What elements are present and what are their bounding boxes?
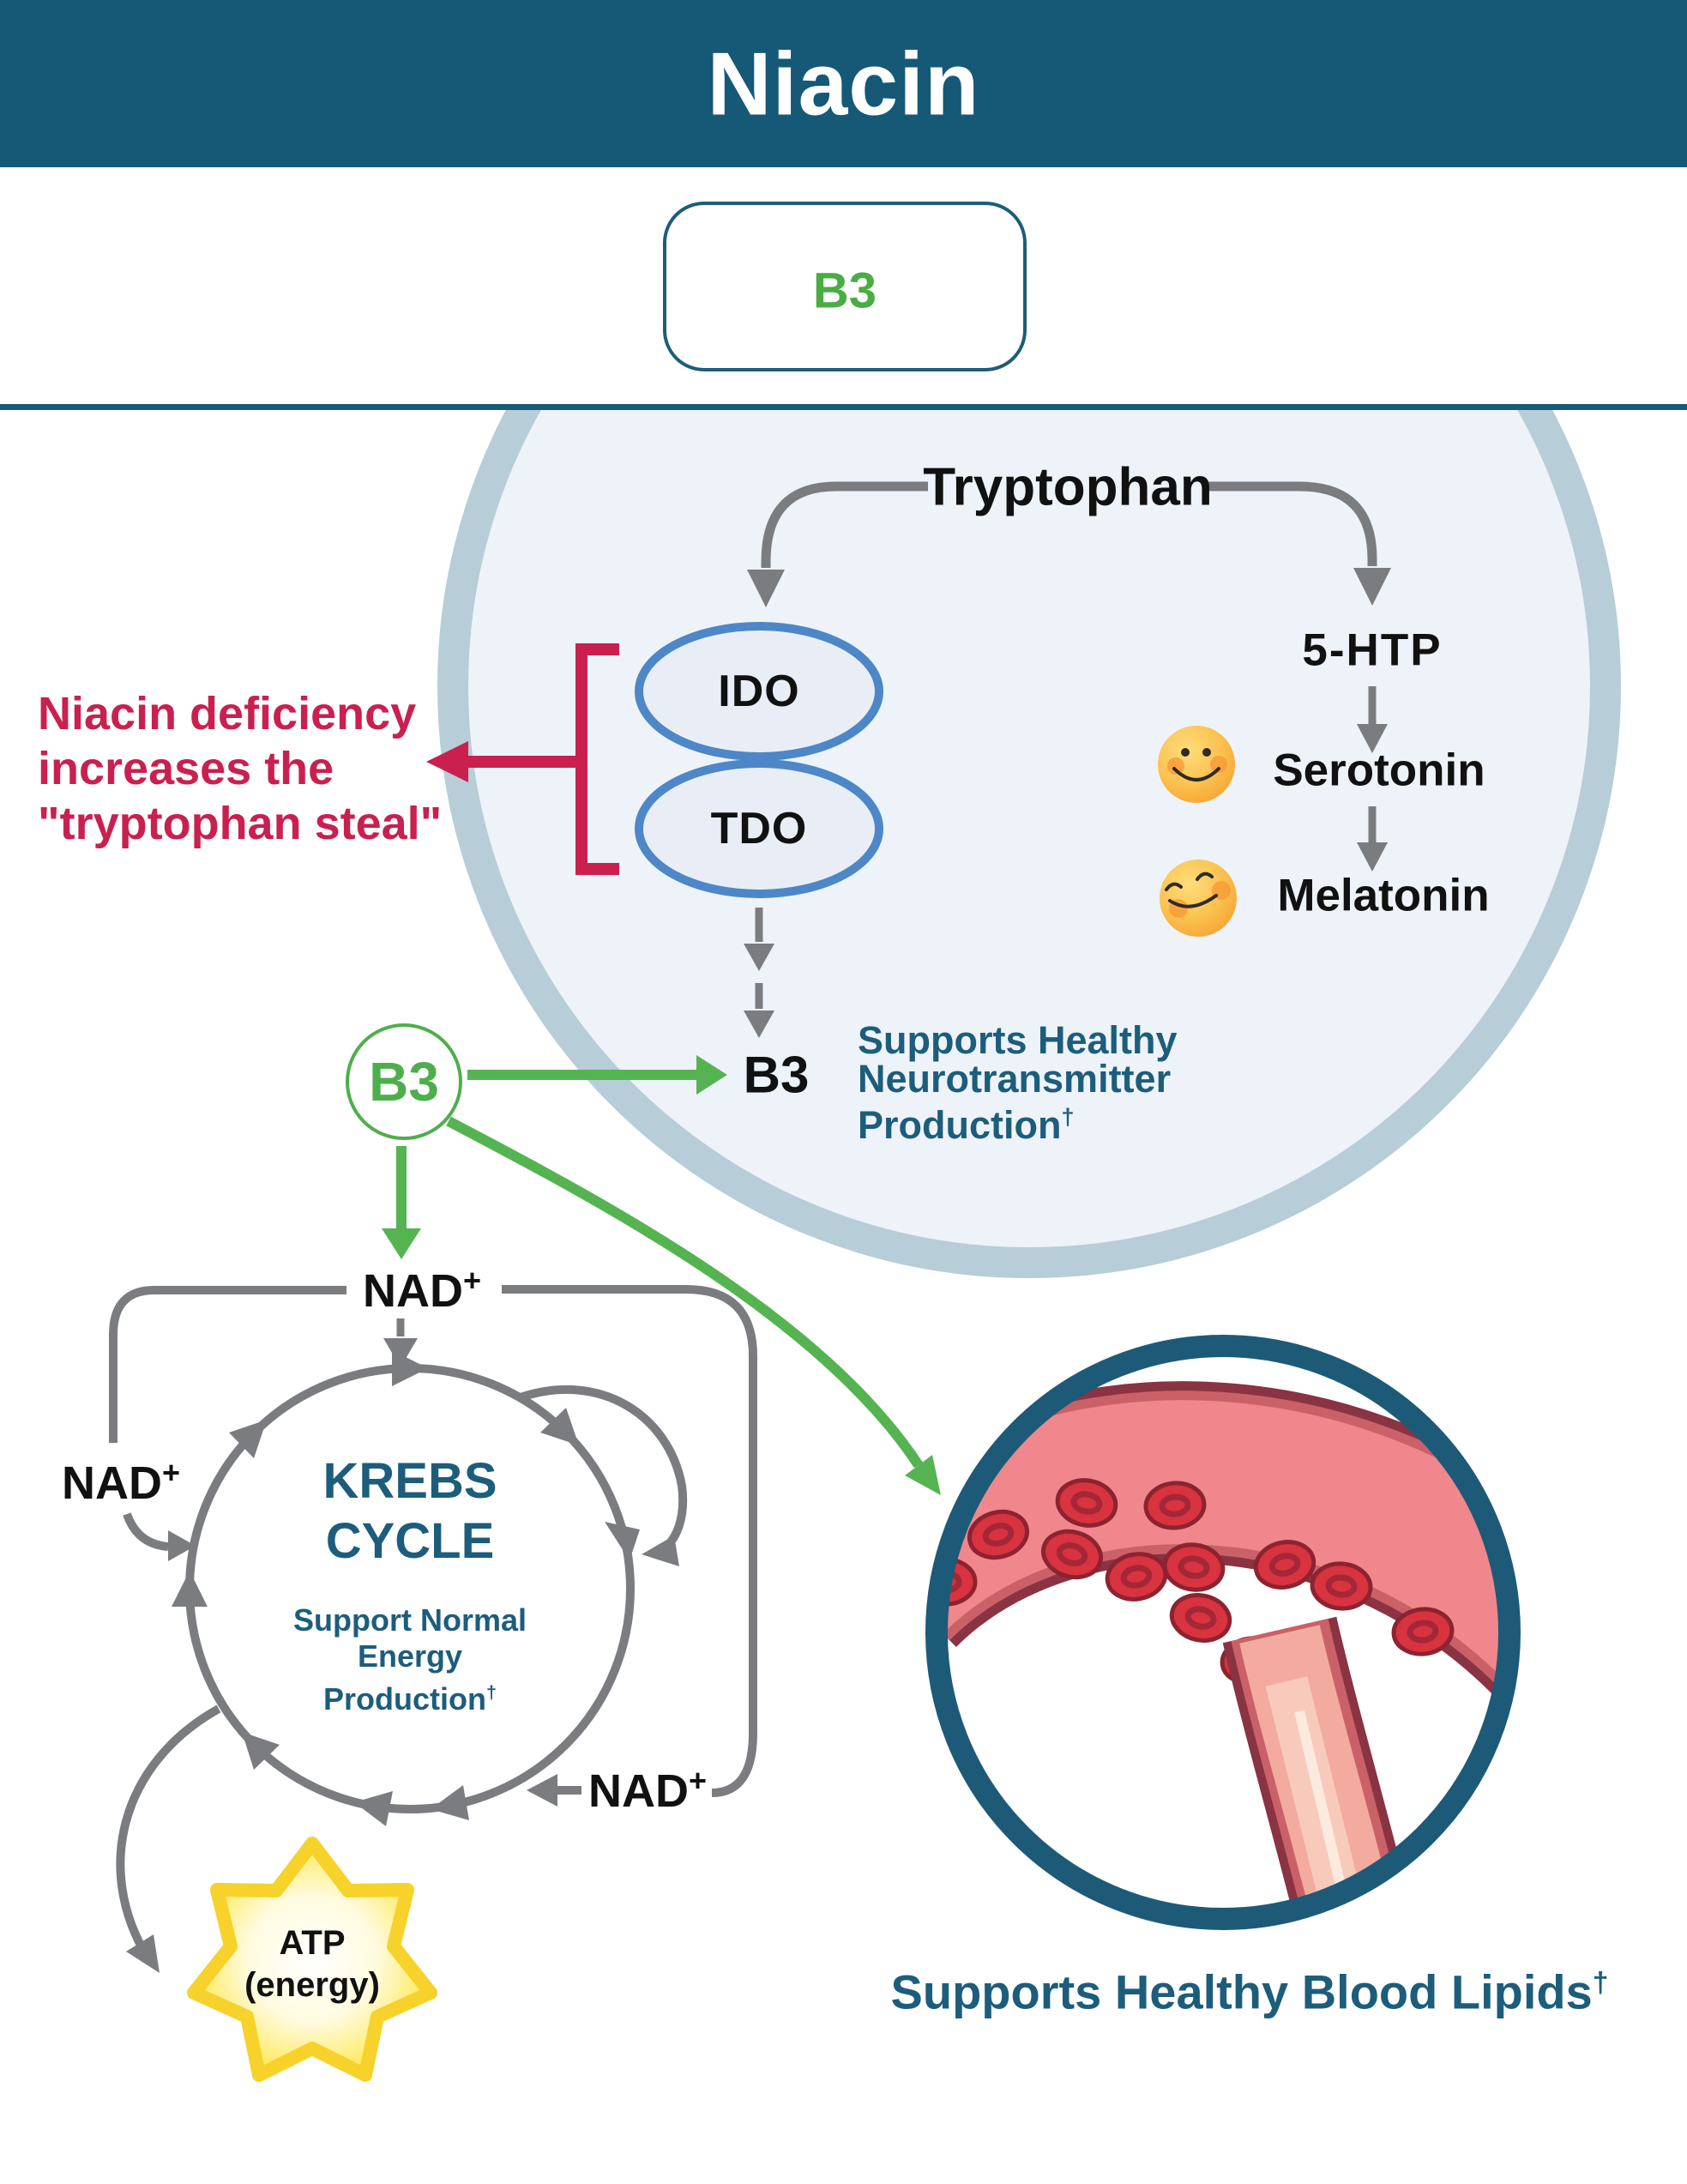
- smiley-content-icon: [1160, 860, 1237, 937]
- gray-arrowheads: [383, 568, 1391, 1367]
- b3-node: [346, 1023, 462, 1140]
- b3-to-vessel-curve: [446, 1116, 924, 1469]
- vessel-ring: [925, 1335, 1521, 1930]
- nad-right-loop: [502, 1285, 757, 1797]
- vitamin-b3-badge: [663, 202, 1027, 371]
- section-divider: [0, 404, 1687, 410]
- page-title: Niacin: [707, 34, 980, 135]
- nad-left-loop: [109, 1286, 346, 1443]
- nad-left-entry: [123, 1512, 169, 1551]
- krebs-arrowheads: [126, 1350, 679, 1973]
- atp-curve: [116, 1704, 221, 1960]
- smiley-happy-icon: [1158, 726, 1235, 803]
- vitamin-b3-badge-label: B3: [812, 262, 877, 319]
- ido-node: [635, 622, 883, 761]
- header-bar: Niacin: [0, 0, 1687, 167]
- tdo-node: [635, 759, 883, 898]
- red-blood-cells: [947, 1478, 1455, 1686]
- blood-vessel-icon: [925, 1335, 1521, 1930]
- b3-green-arrows: [346, 1023, 941, 1495]
- krebs-cycle: [109, 1285, 757, 1960]
- tryptophan-arrows: [396, 481, 1377, 1336]
- deficiency-bracket: [463, 643, 619, 875]
- deficiency-arrowhead: [426, 741, 468, 782]
- atp-star-icon: [187, 1837, 437, 2082]
- krebs-inner-loop: [519, 1385, 688, 1554]
